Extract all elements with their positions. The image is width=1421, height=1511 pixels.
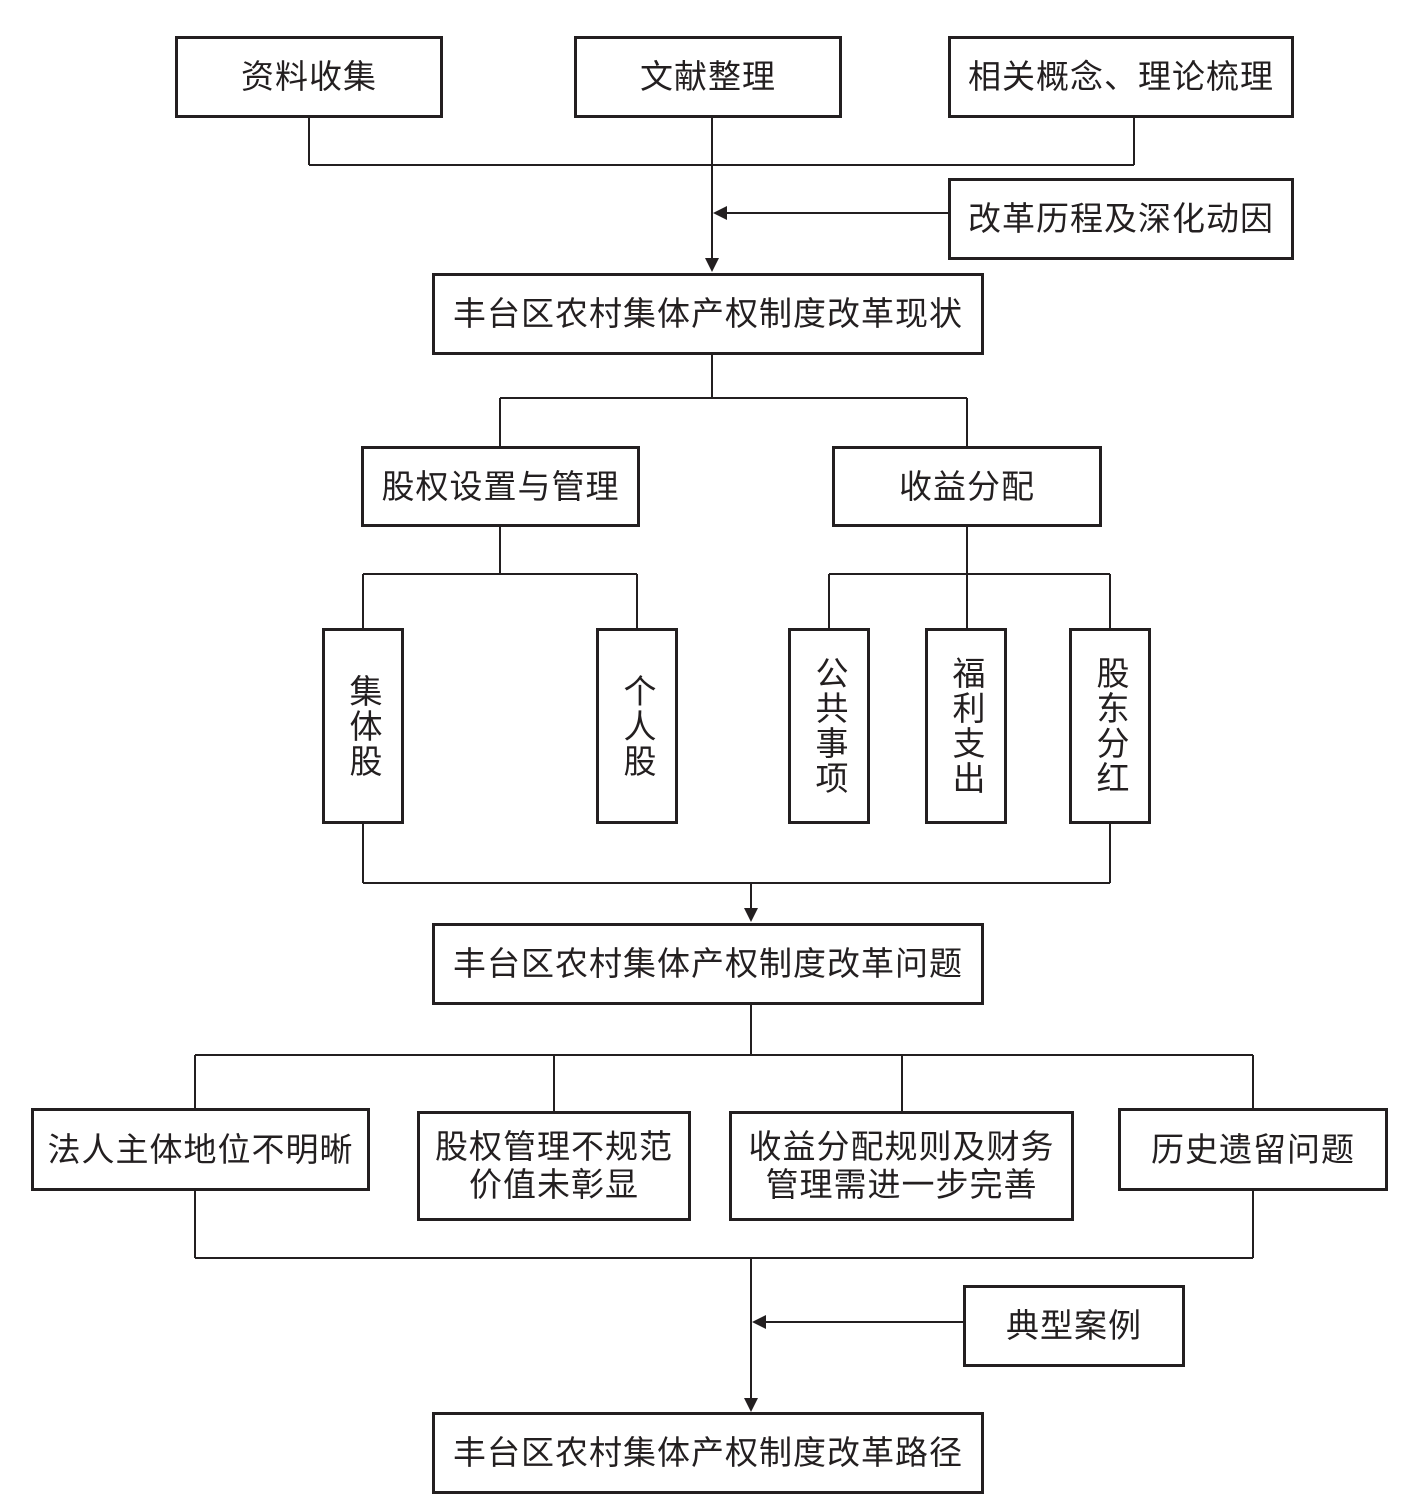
individual-shares-box: 个人股 <box>596 628 678 824</box>
literature-review-label: 文献整理 <box>640 57 776 96</box>
data-collection-box: 资料收集 <box>175 36 443 118</box>
equity-management-box: 股权管理不规范 价值未彰显 <box>417 1111 691 1221</box>
concepts-theory-box: 相关概念、理论梳理 <box>948 36 1294 118</box>
typical-cases-box: 典型案例 <box>963 1285 1185 1367</box>
historical-issues-box: 历史遗留问题 <box>1118 1108 1388 1191</box>
legal-status-box: 法人主体地位不明晰 <box>31 1108 370 1191</box>
income-distribution-label: 收益分配 <box>899 466 1035 506</box>
concepts-theory-label: 相关概念、理论梳理 <box>968 57 1274 96</box>
reform-path-box: 丰台区农村集体产权制度改革路径 <box>432 1412 984 1494</box>
income-distribution-box: 收益分配 <box>832 446 1102 527</box>
shareholder-dividends-box: 股东分红 <box>1069 628 1151 824</box>
shareholder-dividends-label: 股东分红 <box>1091 656 1130 796</box>
literature-review-box: 文献整理 <box>574 36 842 118</box>
income-rules-box: 收益分配规则及财务 管理需进一步完善 <box>729 1111 1074 1221</box>
equity-setup-box: 股权设置与管理 <box>361 446 640 527</box>
income-rules-label-line1: 收益分配规则及财务 <box>748 1127 1055 1166</box>
welfare-expenditure-label: 福利支出 <box>947 656 986 796</box>
current-status-label: 丰台区农村集体产权制度改革现状 <box>453 294 963 333</box>
reform-path-label: 丰台区农村集体产权制度改革路径 <box>453 1433 963 1472</box>
collective-shares-label: 集体股 <box>344 673 383 779</box>
welfare-expenditure-box: 福利支出 <box>925 628 1007 824</box>
current-status-box: 丰台区农村集体产权制度改革现状 <box>432 273 984 355</box>
equity-management-label-line1: 股权管理不规范 <box>435 1127 673 1166</box>
reform-history-box: 改革历程及深化动因 <box>948 178 1294 260</box>
legal-status-label: 法人主体地位不明晰 <box>47 1129 354 1169</box>
collective-shares-box: 集体股 <box>322 628 404 824</box>
equity-setup-label: 股权设置与管理 <box>381 466 620 506</box>
public-affairs-label: 公共事项 <box>810 656 849 796</box>
individual-shares-label: 个人股 <box>618 673 657 779</box>
problems-box: 丰台区农村集体产权制度改革问题 <box>432 923 984 1005</box>
problems-label: 丰台区农村集体产权制度改革问题 <box>453 944 963 983</box>
data-collection-label: 资料收集 <box>241 57 377 96</box>
income-rules-label-line2: 管理需进一步完善 <box>765 1165 1038 1204</box>
public-affairs-box: 公共事项 <box>788 628 870 824</box>
equity-management-label-line2: 价值未彰显 <box>469 1165 639 1204</box>
historical-issues-label: 历史遗留问题 <box>1151 1129 1355 1169</box>
reform-history-label: 改革历程及深化动因 <box>968 199 1274 238</box>
typical-cases-label: 典型案例 <box>1006 1306 1142 1345</box>
